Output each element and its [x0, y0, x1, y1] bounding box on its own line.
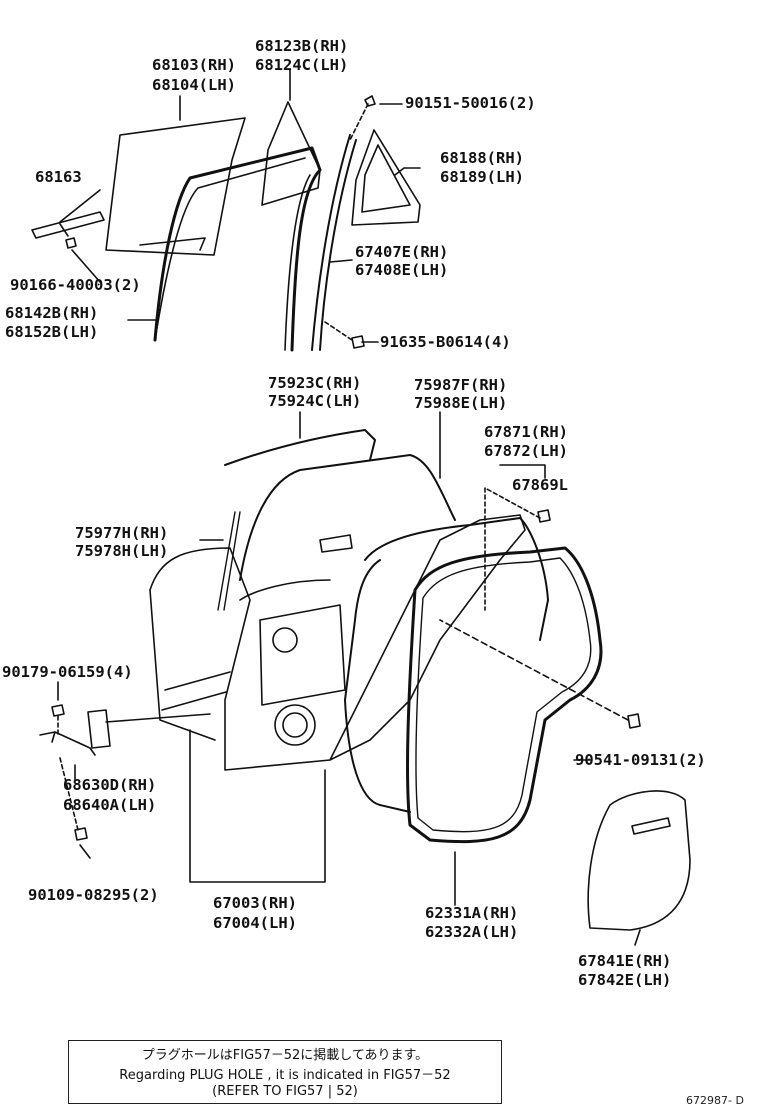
clip-67869: [537, 509, 551, 523]
bolt-90179: [51, 704, 65, 717]
screw-90151: [364, 95, 376, 107]
bolt-90109: [74, 827, 88, 841]
label-68104-lh: 68104(LH): [152, 76, 236, 94]
division-bar-part: [311, 134, 357, 351]
label-75977-rh: 75977H(RH): [75, 524, 168, 542]
label-68152-lh: 68152B(LH): [5, 323, 98, 341]
label-90166: 90166-40003(2): [10, 276, 141, 294]
label-90541: 90541-09131(2): [575, 751, 706, 769]
label-91635: 91635-B0614(4): [380, 333, 511, 351]
label-68103-rh: 68103(RH): [152, 56, 236, 74]
label-67871-rh: 67871(RH): [484, 423, 568, 441]
belt-molding-part: [224, 429, 376, 466]
label-75924-lh: 75924C(LH): [268, 392, 361, 410]
plug-hole-note: プラグホールはFIG57－52に掲載してあります。 Regarding PLUG…: [68, 1040, 502, 1104]
label-68640-lh: 68640A(LH): [63, 796, 156, 814]
note-refer: (REFER TO FIG57 | 52): [212, 1084, 358, 1099]
label-68123-rh: 68123B(RH): [255, 37, 348, 55]
label-90109: 90109-08295(2): [28, 886, 159, 904]
door-opening-seal-part: [406, 546, 603, 844]
label-67842-lh: 67842E(LH): [578, 971, 671, 989]
quarter-window-frame-part: [351, 129, 421, 226]
label-75987-rh: 75987F(RH): [414, 376, 507, 394]
label-67408-lh: 67408E(LH): [355, 261, 448, 279]
door-check-part: [39, 731, 96, 756]
label-90179: 90179-06159(4): [2, 663, 133, 681]
label-67872-lh: 67872(LH): [484, 442, 568, 460]
label-68124-lh: 68124C(LH): [255, 56, 348, 74]
figure-id: 672987- D: [686, 1094, 744, 1107]
label-75978-lh: 75978H(LH): [75, 542, 168, 560]
label-67004-lh: 67004(LH): [213, 914, 297, 932]
label-68163: 68163: [35, 168, 82, 186]
label-68142-rh: 68142B(RH): [5, 304, 98, 322]
label-67407-rh: 67407E(RH): [355, 243, 448, 261]
note-japanese: プラグホールはFIG57－52に掲載してあります。: [141, 1048, 429, 1063]
service-hole-cover-part: [587, 790, 691, 931]
note-english: Regarding PLUG HOLE , it is indicated in…: [119, 1068, 451, 1083]
label-62332-lh: 62332A(LH): [425, 923, 518, 941]
label-67003-rh: 67003(RH): [213, 894, 297, 912]
label-67869: 67869L: [512, 476, 568, 494]
window-weatherstrip-part: [239, 454, 456, 581]
label-62331-rh: 62331A(RH): [425, 904, 518, 922]
label-90151: 90151-50016(2): [405, 94, 536, 112]
plug-90541: [627, 713, 641, 729]
bolt-91635: [351, 335, 365, 349]
clip-90166: [65, 237, 77, 249]
label-67841-rh: 67841E(RH): [578, 952, 671, 970]
glass-channel-bracket-part: [31, 211, 105, 239]
inner-weatherstrip-part: [364, 517, 549, 641]
label-68188-rh: 68188(RH): [440, 149, 524, 167]
door-glass-part: [105, 117, 246, 256]
run-channel-part: [153, 146, 322, 352]
label-75923-rh: 75923C(RH): [268, 374, 361, 392]
label-68630-rh: 68630D(RH): [63, 776, 156, 794]
label-68189-lh: 68189(LH): [440, 168, 524, 186]
inner-weatherstrip-lower: [344, 559, 411, 813]
label-75988-lh: 75988E(LH): [414, 394, 507, 412]
front-molding-part: [217, 511, 241, 611]
door-panel-part: [149, 514, 526, 771]
